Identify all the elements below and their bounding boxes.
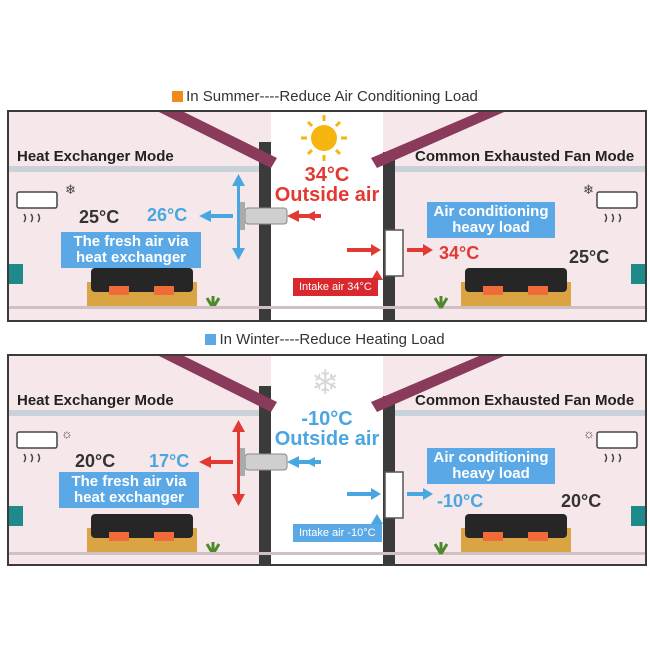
summer-left-roof	[159, 112, 277, 168]
summer-outside-temp: 34°C	[304, 164, 350, 186]
winter-square-icon	[205, 334, 217, 345]
winter-exhaust-fan	[384, 471, 404, 519]
summer-intake-arrows	[287, 210, 321, 222]
winter-ac-note: Air conditioning heavy load	[427, 448, 555, 484]
winter-right-mode-label: Common Exhausted Fan Mode	[415, 392, 635, 409]
winter-indoor-left-temp: 20°C	[75, 451, 116, 471]
winter-supply-arrows	[199, 420, 245, 506]
winter-left-sofa	[91, 514, 193, 538]
winter-right-ac-unit: ☼	[583, 426, 638, 463]
winter-outside-temp: -10°C	[301, 408, 353, 430]
summer-right-inflow-arrows	[347, 244, 433, 256]
winter-right-plant	[433, 542, 449, 555]
winter-left-roof	[159, 356, 277, 412]
summer-panel: ❄ ❄	[7, 110, 647, 322]
summer-right-mode-label: Common Exhausted Fan Mode	[415, 148, 635, 165]
svg-text:☼: ☼	[61, 426, 73, 441]
summer-ac-note: Air conditioning heavy load	[427, 202, 555, 238]
snowflake-icon: ❄	[311, 364, 340, 402]
summer-supply-arrows	[199, 174, 245, 260]
winter-supply-temp: 17°C	[149, 451, 190, 471]
svg-text:☼: ☼	[583, 426, 595, 441]
winter-right-sofa	[465, 514, 567, 538]
summer-indoor-left-temp: 25°C	[79, 207, 120, 227]
winter-right-roof	[371, 356, 504, 412]
winter-outside-label: Outside air	[274, 428, 380, 450]
summer-outside-label: Outside air	[274, 184, 380, 206]
summer-right-incoming-temp: 34°C	[439, 243, 480, 263]
winter-intake-tag: Intake air -10°C	[293, 524, 382, 542]
summer-right-ac-unit: ❄	[583, 182, 638, 223]
winter-right-incoming-temp: -10°C	[437, 491, 484, 511]
summer-exhaust-fan	[384, 229, 404, 277]
summer-left-wall	[259, 142, 271, 320]
winter-left-tv	[9, 506, 23, 526]
summer-right-roof	[371, 112, 504, 168]
winter-indoor-right-temp: 20°C	[561, 491, 602, 511]
summer-indoor-right-temp: 25°C	[569, 247, 610, 267]
summer-right-tv	[631, 264, 645, 284]
winter-panel: ❄ ☼ ☼	[7, 354, 647, 566]
winter-scene: ❄ ☼ ☼	[9, 356, 645, 564]
summer-fresh-air-note: The fresh air via heat exchanger	[61, 232, 201, 268]
summer-intake-tag: Intake air 34°C	[293, 278, 378, 296]
winter-right-inflow-arrows	[347, 488, 433, 500]
summer-left-ac-unit: ❄	[16, 182, 76, 223]
summer-heading: In Summer----Reduce Air Conditioning Loa…	[0, 88, 650, 105]
summer-scene: ❄ ❄	[9, 112, 645, 320]
summer-right-sofa	[465, 268, 567, 292]
summer-left-sofa	[91, 268, 193, 292]
summer-square-icon	[172, 91, 184, 102]
winter-left-mode-label: Heat Exchanger Mode	[17, 392, 174, 409]
summer-right-plant	[433, 296, 449, 309]
svg-text:❄: ❄	[65, 182, 76, 197]
sun-icon	[301, 115, 347, 161]
winter-left-ac-unit: ☼	[16, 426, 73, 463]
winter-right-tv	[631, 506, 645, 526]
winter-heading: In Winter----Reduce Heating Load	[0, 331, 650, 348]
svg-text:❄: ❄	[583, 182, 594, 197]
summer-left-mode-label: Heat Exchanger Mode	[17, 148, 174, 165]
winter-left-wall	[259, 386, 271, 564]
winter-intake-arrows	[287, 456, 321, 468]
winter-fresh-air-note: The fresh air via heat exchanger	[59, 472, 199, 508]
summer-left-tv	[9, 264, 23, 284]
summer-supply-temp: 26°C	[147, 205, 188, 225]
